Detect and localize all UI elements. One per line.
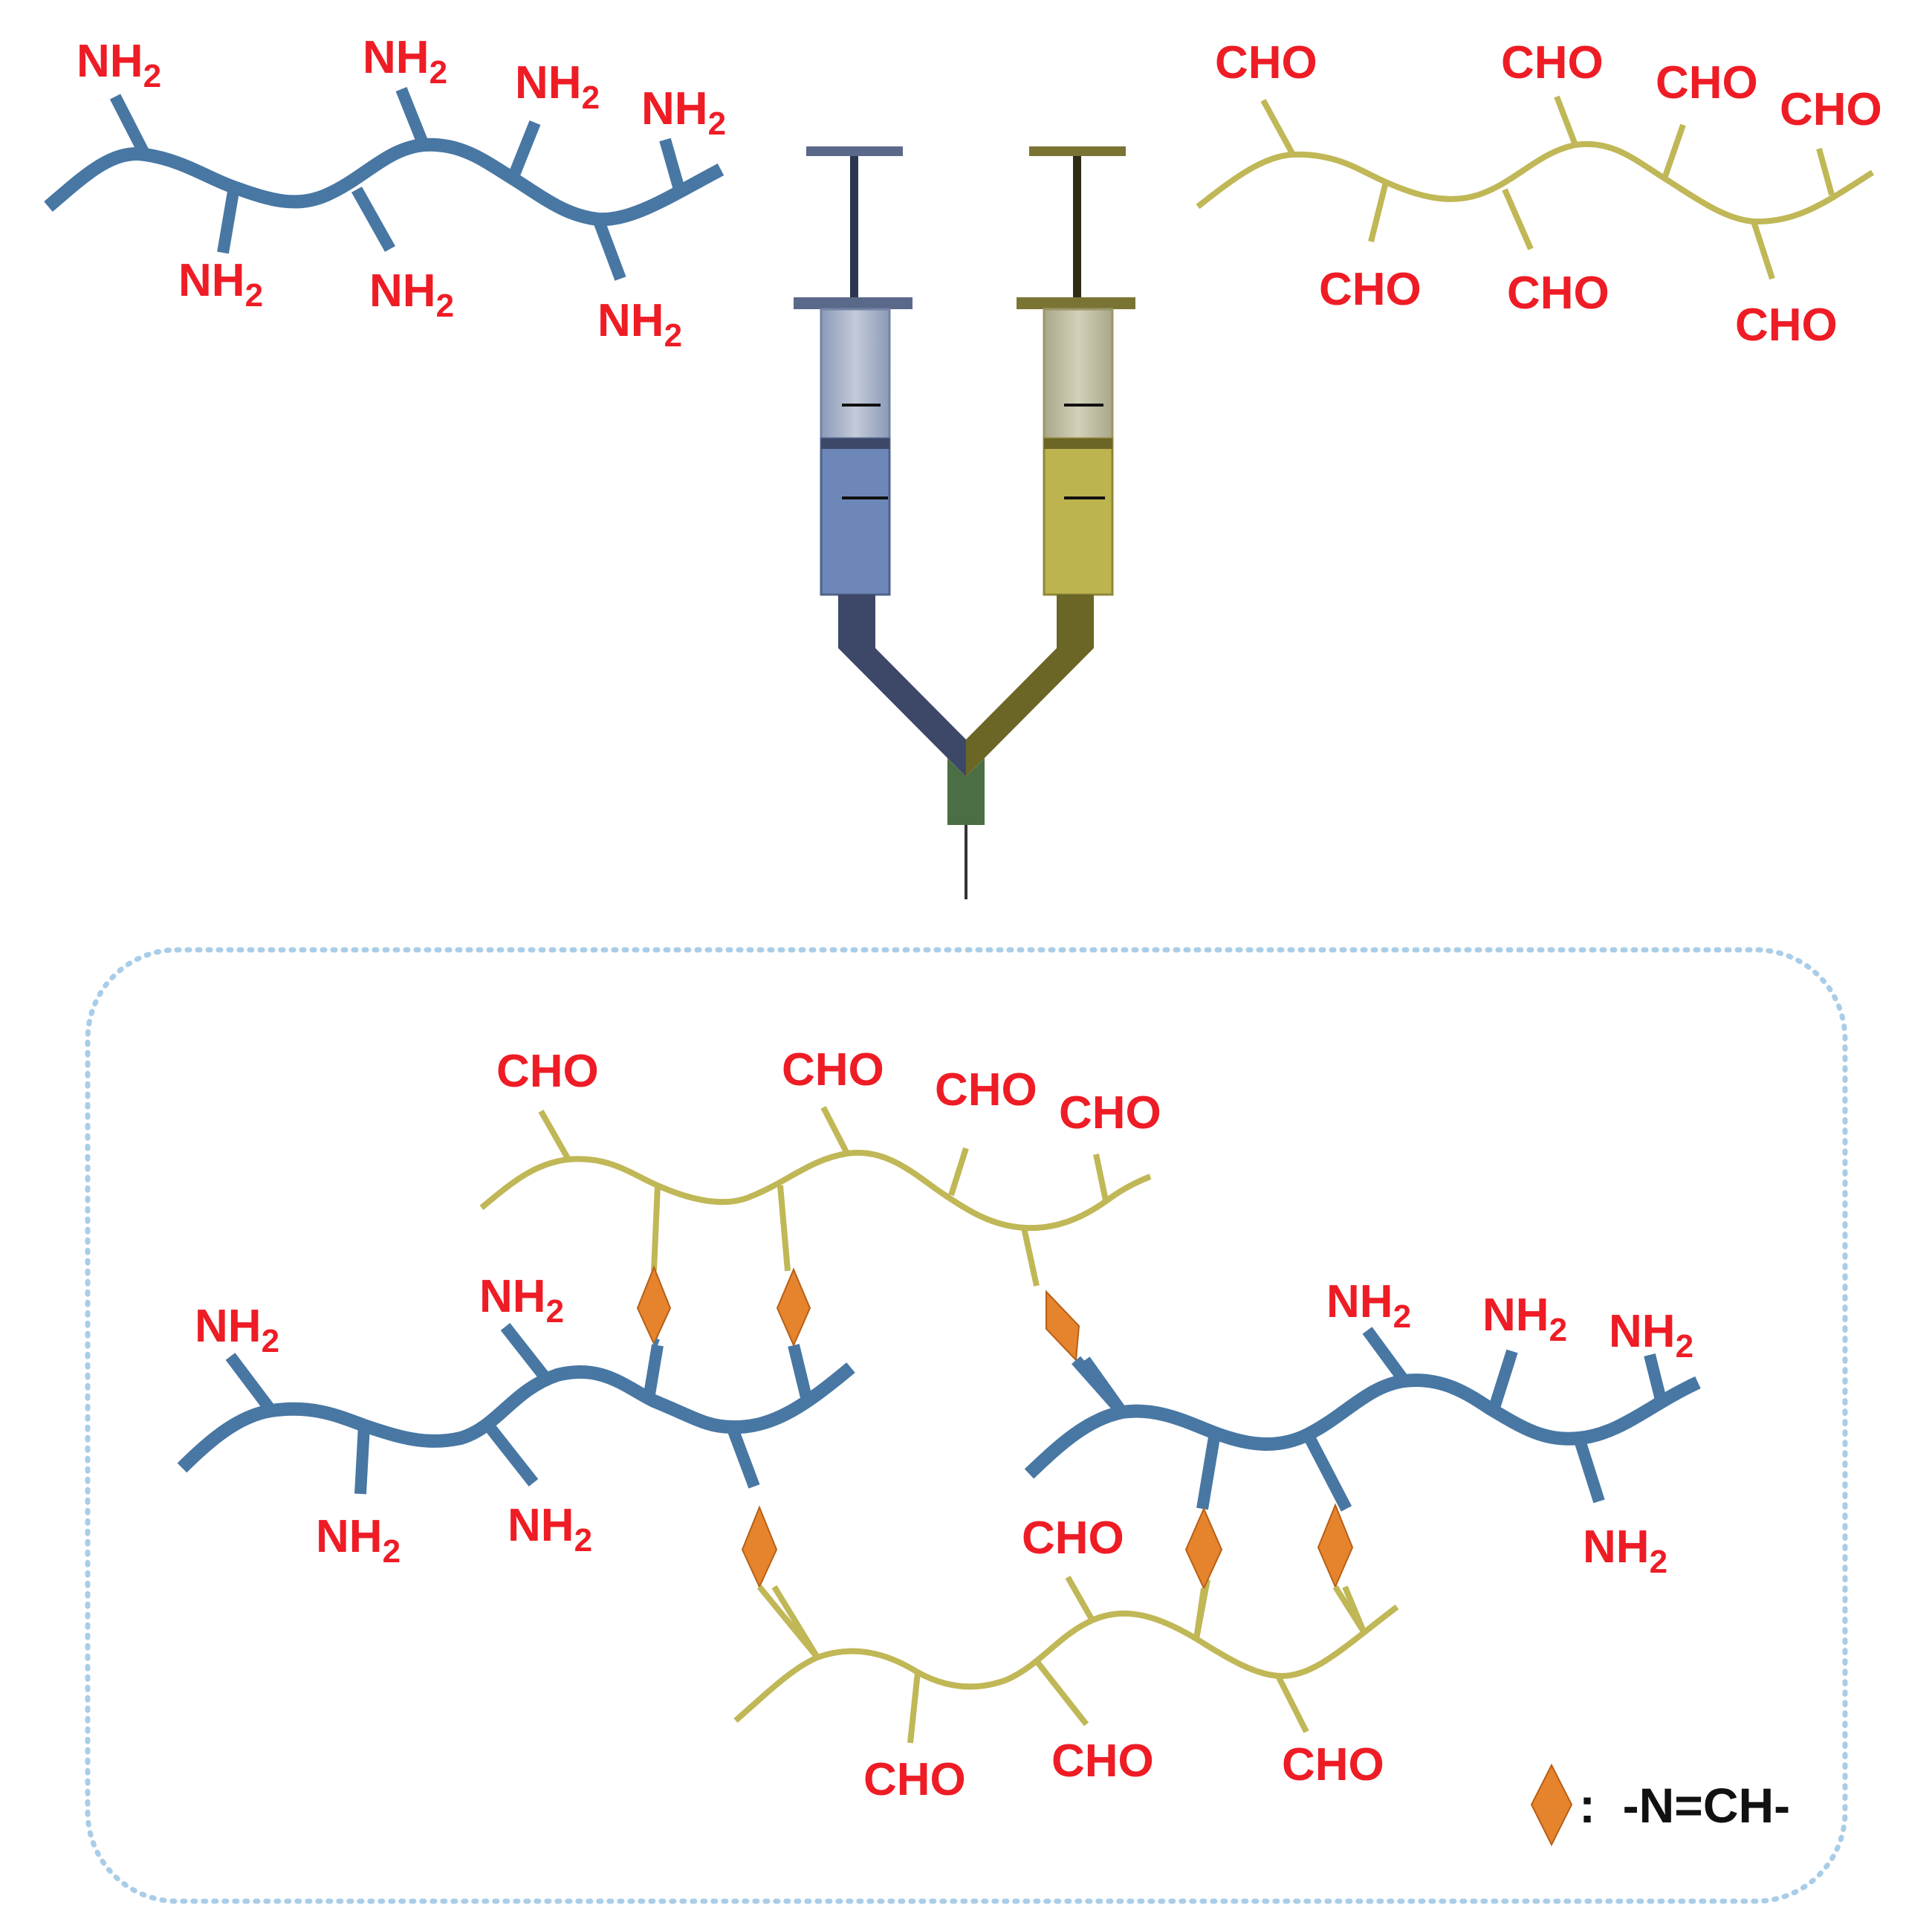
imine-bond (741, 1505, 778, 1589)
aldehyde-label: CHO (1735, 300, 1838, 351)
legend-text: : -N=CH- (1579, 1778, 1790, 1833)
aldehyde-labels-top: CHO CHO CHO CHO CHO CHO CHO (1215, 37, 1882, 351)
legend: : -N=CH- (1530, 1763, 1790, 1847)
amine-backbone (44, 137, 724, 227)
aldehyde-labels-network: CHO CHO CHO CHO CHO CHO CHO CHO (496, 1044, 1384, 1805)
imine-bond (1046, 1290, 1080, 1362)
aldehyde-label: CHO (1501, 37, 1604, 88)
aldehyde-label: CHO (1051, 1735, 1154, 1787)
imine-bond (1317, 1503, 1354, 1589)
syringe-left (794, 146, 966, 777)
imine-bond (1184, 1507, 1223, 1591)
amine-polymer-network-right (1024, 1327, 1701, 1512)
imine-bonds (636, 1265, 1354, 1591)
aldehyde-label: CHO (496, 1046, 599, 1097)
aldehyde-label: CHO (782, 1044, 884, 1096)
aldehyde-label: CHO (1282, 1739, 1384, 1790)
aldehyde-label: CHO (1215, 37, 1317, 88)
imine-bond (636, 1265, 672, 1346)
imine-bond (776, 1267, 811, 1347)
legend-imine-diamond-icon (1530, 1763, 1573, 1847)
aldehyde-label: CHO (863, 1754, 966, 1805)
crosslinked-network-box (85, 947, 1848, 1904)
imine-linkers-ald (756, 1585, 1367, 1660)
double-syringe (794, 146, 1135, 899)
aldehyde-label: CHO (1022, 1512, 1124, 1564)
needle-hub (947, 758, 985, 825)
syringe-right (966, 146, 1135, 777)
aldehyde-polymer-top (1196, 95, 1875, 280)
imine-linkers-amine (1072, 1356, 1127, 1417)
aldehyde-polymer-network-lower (733, 1576, 1399, 1744)
aldehyde-label: CHO (1780, 84, 1882, 135)
imine-linkers (652, 1338, 660, 1351)
aldehyde-backbone (1196, 140, 1875, 225)
aldehyde-label: CHO (1507, 268, 1610, 319)
amine-polymer-top (44, 87, 724, 281)
aldehyde-polymer-network-upper (479, 1106, 1152, 1287)
aldehyde-label: CHO (1319, 264, 1422, 315)
aldehyde-label: CHO (1059, 1087, 1161, 1139)
aldehyde-label: CHO (1656, 57, 1758, 109)
amine-polymer-network-left (177, 1323, 855, 1495)
aldehyde-label: CHO (935, 1064, 1037, 1116)
